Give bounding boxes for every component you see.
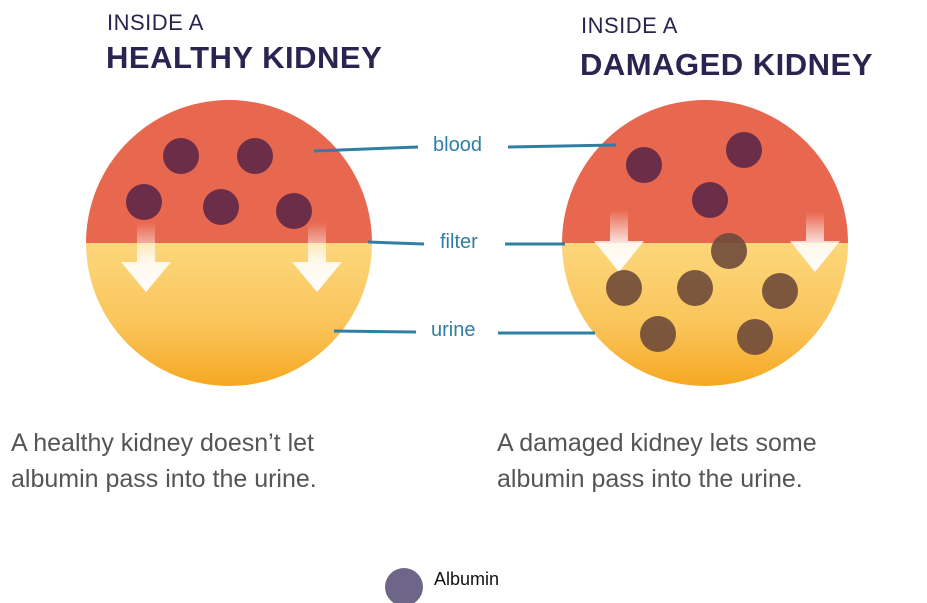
urine-line-left (334, 331, 416, 332)
filter-label: filter (440, 231, 478, 254)
healthy-kidney-circle (80, 95, 380, 393)
albumin-dot (692, 182, 728, 218)
damaged-caption-line1: A damaged kidney lets some (497, 425, 817, 461)
blood-label: blood (433, 134, 482, 157)
healthy-caption-line1: A healthy kidney doesn’t let (11, 425, 317, 461)
healthy-caption: A healthy kidney doesn’t let albumin pas… (11, 425, 317, 497)
albumin-dot (203, 189, 239, 225)
albumin-dot (640, 316, 676, 352)
albumin-dot (126, 184, 162, 220)
legend-albumin-label: Albumin (434, 569, 499, 590)
legend-albumin-dot (385, 568, 423, 603)
albumin-dot (626, 147, 662, 183)
albumin-dot (677, 270, 713, 306)
urine-label: urine (431, 319, 475, 342)
healthy-caption-line2: albumin pass into the urine. (11, 461, 317, 497)
albumin-dot (762, 273, 798, 309)
albumin-dot (276, 193, 312, 229)
damaged-caption-line2: albumin pass into the urine. (497, 461, 817, 497)
blood-line-right (508, 145, 616, 147)
filter-line-left (368, 242, 424, 244)
albumin-dot (737, 319, 773, 355)
albumin-dot (726, 132, 762, 168)
damaged-caption: A damaged kidney lets some albumin pass … (497, 425, 817, 497)
albumin-dot (606, 270, 642, 306)
albumin-dot (163, 138, 199, 174)
albumin-dot (711, 233, 747, 269)
albumin-dot (237, 138, 273, 174)
